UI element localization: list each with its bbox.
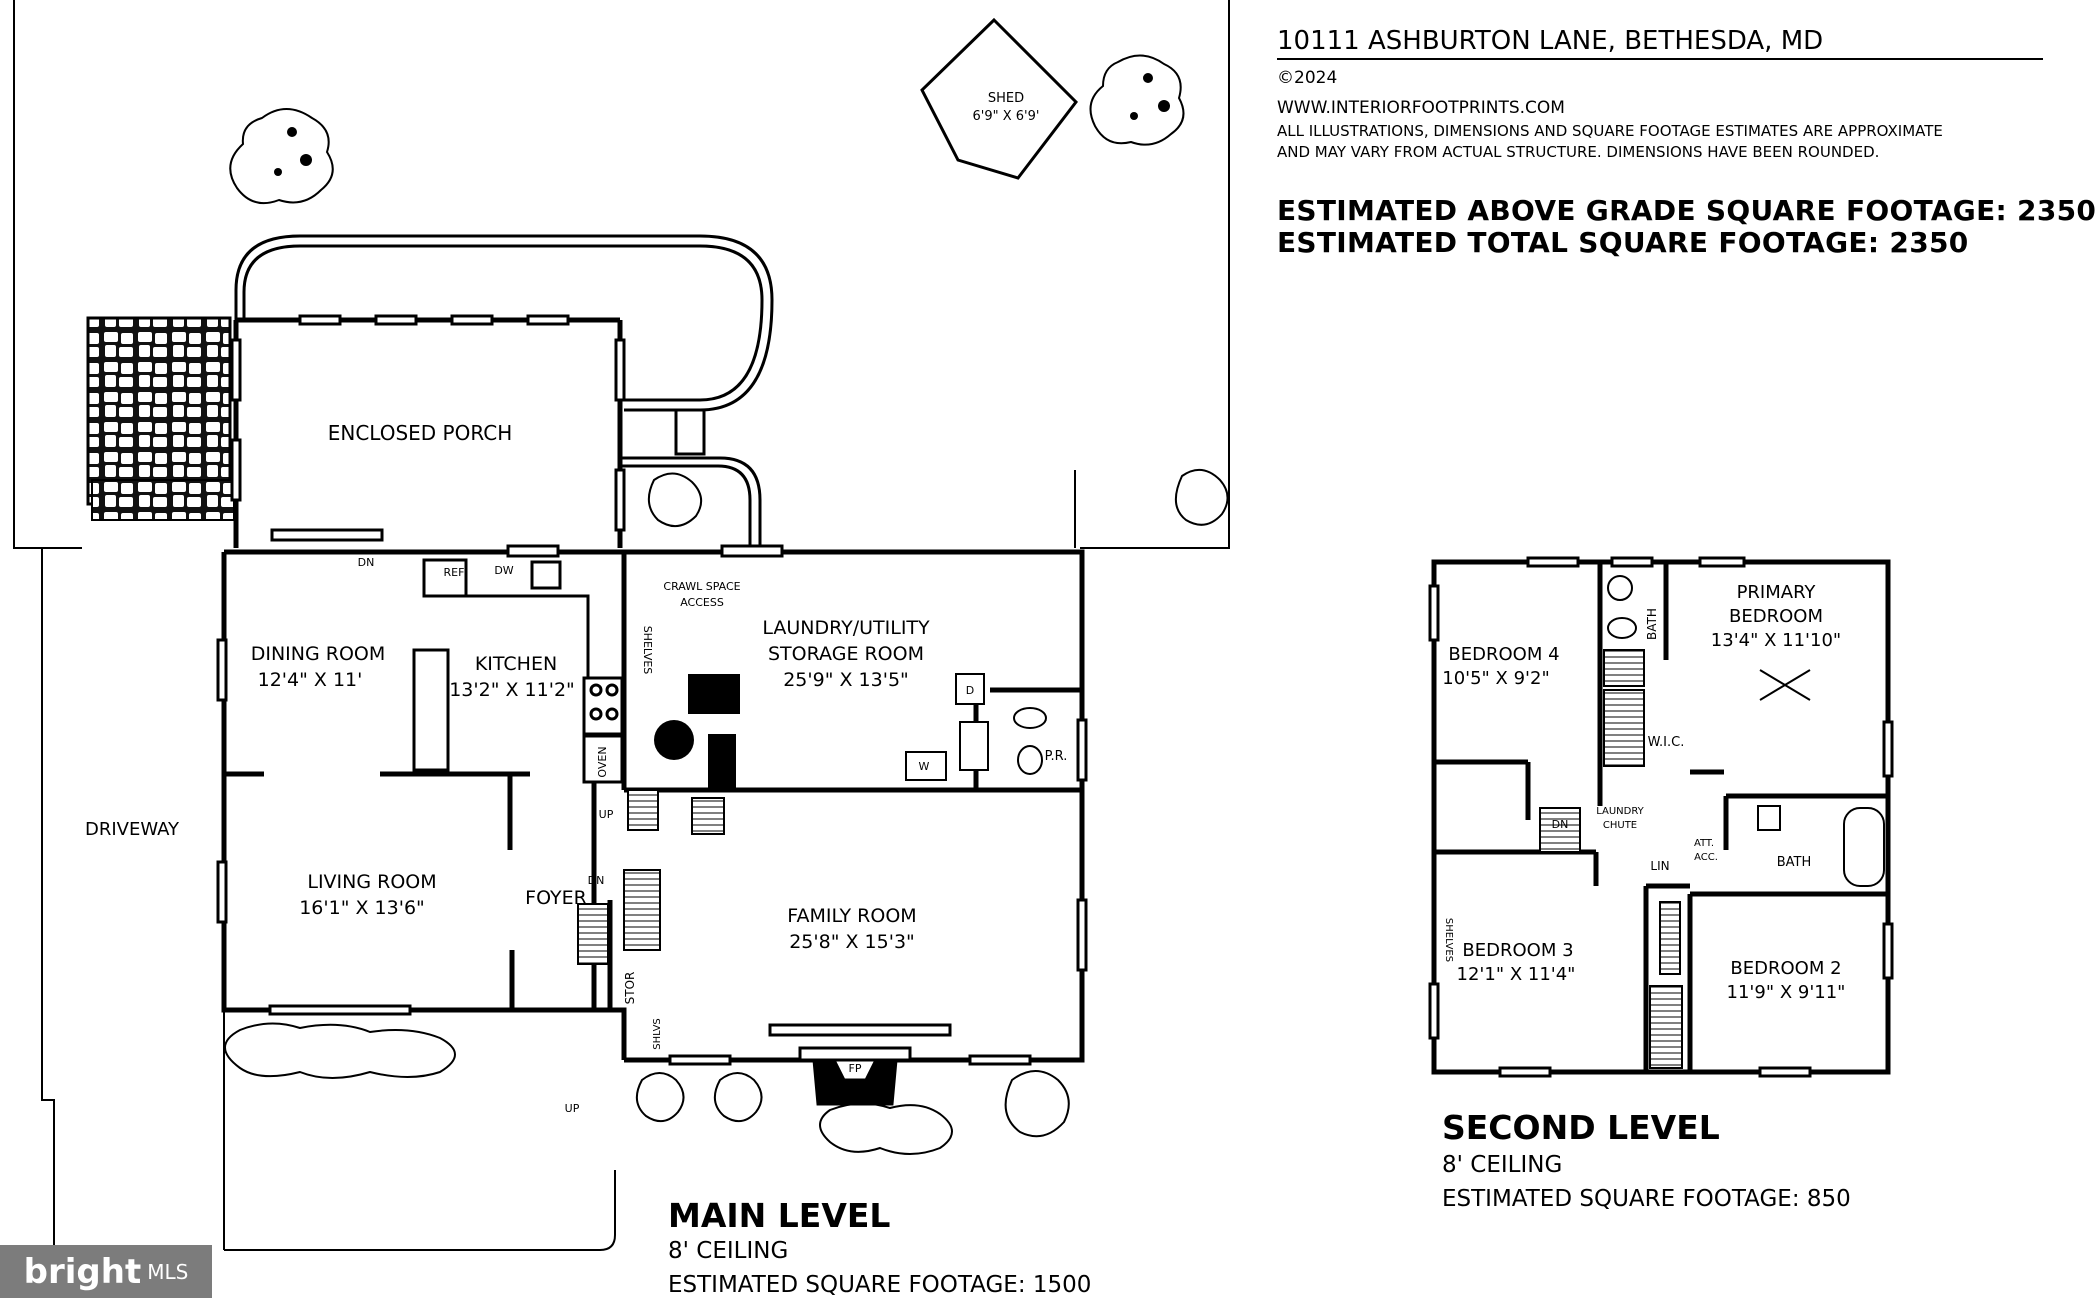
dn-label-3: DN — [1552, 818, 1569, 831]
copyright: ©2024 — [1277, 68, 1338, 88]
bedroom2-label: BEDROOM 2 — [1730, 958, 1841, 979]
dining-room-dim: 12'4" X 11' — [258, 669, 363, 691]
website: WWW.INTERIORFOOTPRINTS.COM — [1277, 98, 1565, 118]
brand-bright: bright — [23, 1251, 142, 1292]
utility-appliances — [654, 674, 740, 788]
wic-label: W.I.C. — [1648, 735, 1685, 750]
dw-label: DW — [494, 564, 513, 577]
second-level-ceiling: 8' CEILING — [1442, 1152, 1563, 1178]
brand-mls: MLS — [147, 1259, 189, 1284]
address: 10111 ASHBURTON LANE, BETHESDA, MD — [1277, 26, 1824, 56]
primary-label-1: PRIMARY — [1737, 582, 1817, 603]
washer-label: W — [919, 760, 930, 773]
oven-label: OVEN — [596, 746, 609, 777]
shed-dim: 6'9" X 6'9' — [973, 109, 1040, 124]
dn-label-1: DN — [358, 556, 375, 569]
main-stairs — [577, 789, 725, 965]
up-label-2: UP — [565, 1102, 580, 1115]
primary-dim: 13'4" X 11'10" — [1711, 630, 1841, 651]
driveway-label: DRIVEWAY — [85, 819, 180, 840]
powder-room-label: P.R. — [1045, 749, 1068, 764]
main-level-sqft: ESTIMATED SQUARE FOOTAGE: 1500 — [668, 1272, 1092, 1298]
dining-room-label: DINING ROOM — [251, 643, 386, 665]
bedroom4-dim: 10'5" X 9'2" — [1442, 668, 1550, 689]
bedroom3-dim: 12'1" X 11'4" — [1457, 964, 1576, 985]
above-grade-sqft: ESTIMATED ABOVE GRADE SQUARE FOOTAGE: 23… — [1277, 194, 2096, 227]
porch-rail — [234, 234, 774, 548]
disclaimer-line-2: AND MAY VARY FROM ACTUAL STRUCTURE. DIME… — [1277, 143, 1880, 161]
bath-label-2: BATH — [1777, 855, 1812, 870]
stone-chimney — [86, 316, 232, 506]
up-label-1: UP — [599, 808, 614, 821]
kitchen-label: KITCHEN — [475, 653, 557, 675]
kitchen-dim: 13'2" X 11'2" — [449, 679, 575, 701]
bath-label-1: BATH — [1645, 608, 1659, 640]
ceiling-fan — [1759, 669, 1811, 701]
second-level-title: SECOND LEVEL — [1442, 1108, 1720, 1147]
shlvs-label: SHLVS — [652, 1018, 663, 1050]
second-windows — [1428, 556, 1894, 1078]
main-windows — [216, 314, 1088, 1066]
total-sqft: ESTIMATED TOTAL SQUARE FOOTAGE: 2350 — [1277, 226, 1969, 259]
shed — [920, 17, 1078, 180]
site-lines — [13, 0, 1230, 1298]
living-room-label: LIVING ROOM — [307, 871, 436, 893]
dryer-label: D — [966, 684, 974, 697]
primary-label-2: BEDROOM — [1729, 606, 1823, 627]
laundry-label-1: LAUNDRY/UTILITY — [762, 617, 930, 639]
att-label-1: ATT. — [1694, 838, 1714, 849]
second-fixtures — [1539, 575, 1885, 1069]
second-walls — [1431, 559, 1891, 1075]
porch-label: ENCLOSED PORCH — [328, 421, 513, 445]
main-level-title: MAIN LEVEL — [668, 1196, 891, 1235]
main-level-ceiling: 8' CEILING — [668, 1238, 789, 1264]
bedroom4-label: BEDROOM 4 — [1448, 644, 1559, 665]
floor-plan-drawing: SHED 6'9" X 6'9' ENCLOSED PORCH DINING R… — [13, 0, 1894, 1298]
laundry-chute-2: CHUTE — [1603, 820, 1637, 831]
bedroom3-label: BEDROOM 3 — [1462, 940, 1573, 961]
kitchen-island — [412, 648, 450, 772]
laundry-appliances — [905, 673, 1047, 781]
shelves-label: SHELVES — [641, 626, 654, 675]
laundry-label-2: STORAGE ROOM — [768, 643, 924, 665]
brightmls-logo: bright MLS — [0, 1245, 212, 1298]
family-room-dim: 25'8" X 15'3" — [789, 931, 915, 953]
shelves-label-2: SHELVES — [1443, 918, 1454, 962]
tree-details — [274, 73, 1170, 176]
family-room-label: FAMILY ROOM — [787, 905, 916, 927]
second-level-sqft: ESTIMATED SQUARE FOOTAGE: 850 — [1442, 1186, 1851, 1212]
living-room-dim: 16'1" X 13'6" — [299, 897, 425, 919]
disclaimer-line-1: ALL ILLUSTRATIONS, DIMENSIONS AND SQUARE… — [1277, 122, 1943, 140]
foyer-label: FOYER — [525, 887, 587, 909]
shed-name: SHED — [988, 91, 1024, 106]
kitchen-counter — [422, 558, 624, 784]
laundry-chute-1: LAUNDRY — [1596, 806, 1644, 817]
dn-label-2: DN — [588, 874, 605, 887]
trees — [224, 54, 1229, 1155]
stor-label: STOR — [623, 972, 637, 1005]
crawl-label-2: ACCESS — [680, 596, 724, 609]
att-label-2: ACC. — [1694, 852, 1718, 863]
crawl-label-1: CRAWL SPACE — [663, 580, 740, 593]
fp-label: FP — [849, 1062, 862, 1075]
laundry-dim: 25'9" X 13'5" — [783, 669, 909, 691]
ref-label: REF — [444, 566, 465, 579]
bedroom2-dim: 11'9" X 9'11" — [1727, 982, 1846, 1003]
lin-label: LIN — [1650, 859, 1669, 873]
chimney-hearth — [91, 479, 235, 521]
header-rule — [1277, 58, 2043, 60]
fireplace — [798, 1046, 912, 1106]
